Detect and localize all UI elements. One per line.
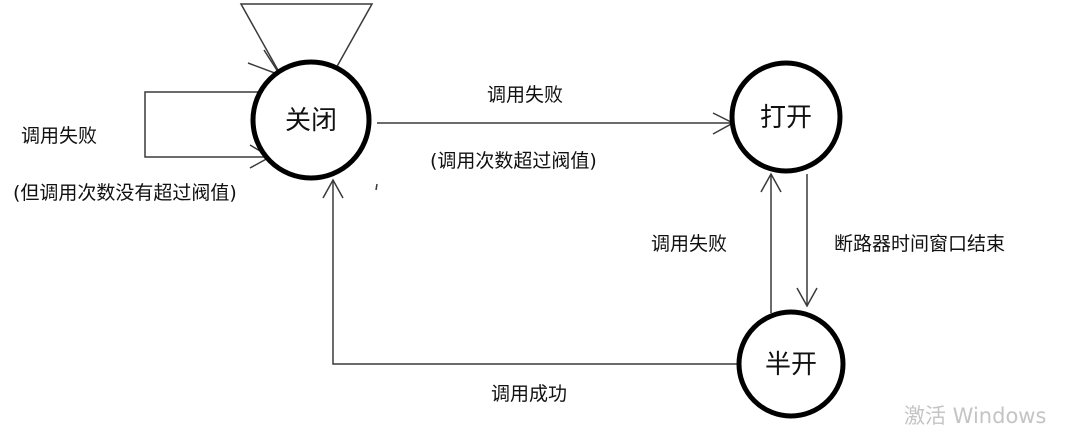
state-half-open-label: 半开 [765,350,817,380]
open-to-half-open-label: 断路器时间窗口结束 [834,233,1005,255]
open-to-half-open-edge [796,174,818,308]
top-loop-triangle [239,3,374,73]
state-closed-circle [250,59,372,181]
state-closed-label: 关闭 [285,106,337,136]
state-closed: 关闭 [250,59,372,181]
stray-mark [375,183,378,191]
closed-self-loop-label: 调用失败 [21,125,97,147]
state-half-open-circle [736,309,846,419]
closed-to-open-label: 调用失败 [487,84,563,106]
closed-self-loop-condition: (但调用次数没有超过阀值) [13,182,237,204]
closed-to-open-edge [377,112,735,135]
half-open-to-open-arrowhead [760,172,782,193]
half-open-to-closed-arrowhead [322,178,344,199]
state-open: 打开 [729,60,843,174]
open-to-half-open-arrowhead [796,287,818,308]
closed-to-open-condition: (调用次数超过阀值) [430,150,597,172]
left-loop-bracket [144,91,270,158]
state-half-open: 半开 [736,309,846,419]
half-open-to-open-edge [760,172,782,313]
half-open-to-closed-label: 调用成功 [491,383,567,405]
half-open-to-open-label: 调用失败 [651,233,727,255]
state-open-circle [729,60,843,174]
windows-activation-watermark: 激活 Windows [904,404,1046,426]
half-open-to-closed-line [332,180,738,365]
half-open-to-closed-edge [322,178,738,365]
state-open-label: 打开 [760,103,812,133]
closed-left-self-loop [144,91,272,169]
